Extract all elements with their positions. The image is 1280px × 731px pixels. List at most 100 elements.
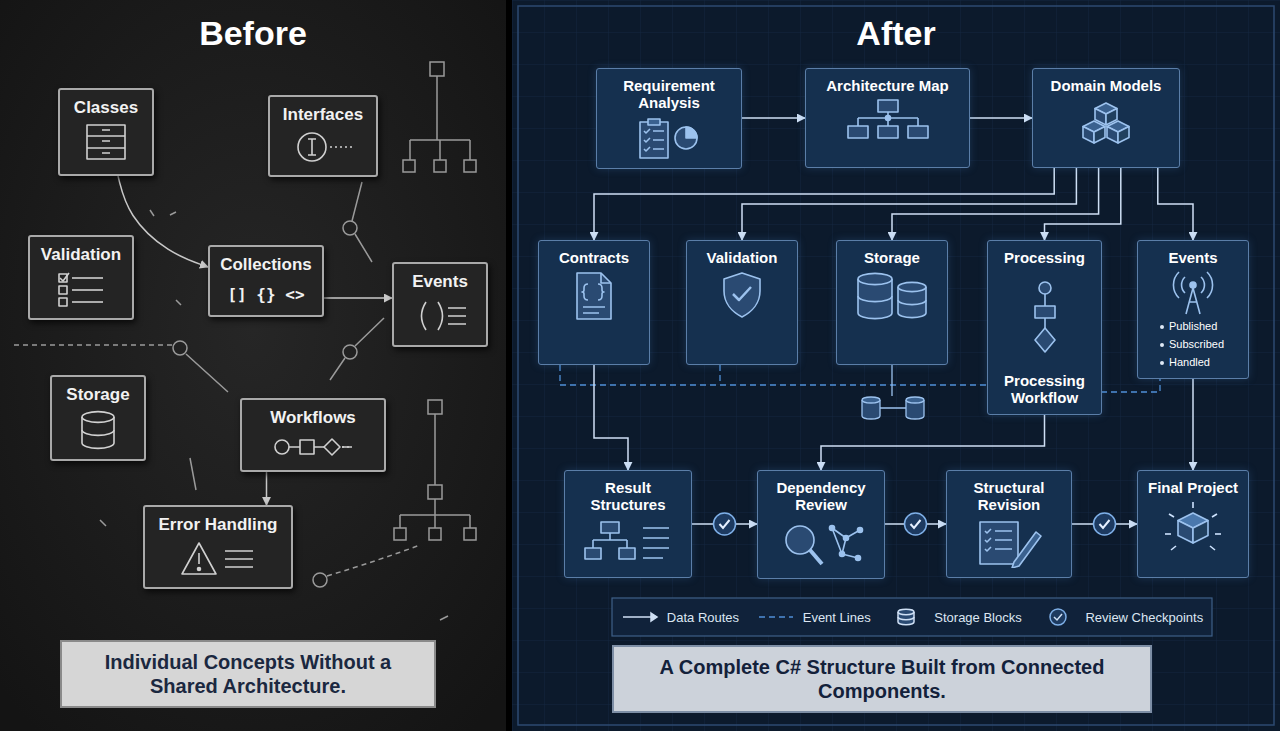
connector [742,168,1076,240]
doodle-box [394,528,406,540]
panel-border [518,6,1274,725]
doodle-line [410,76,470,160]
icon-part [422,302,443,330]
icon-part [644,129,664,133]
legend-sample [621,607,659,627]
icon-part [1193,521,1208,544]
icon-part [810,550,822,564]
icon-part [72,289,103,291]
icon [1025,280,1065,358]
icon-part [448,308,466,324]
box-label: Dependency Review [763,479,879,514]
chalk-node [343,221,357,235]
box-label: Workflows [270,408,356,428]
icon-part [675,127,697,149]
concept-box: Error Handling [143,505,293,589]
chalk-node [173,341,187,355]
component-box: Result Structures [564,470,692,578]
box-label: Storage [864,249,920,266]
connector [594,365,628,470]
box-label: Architecture Map [826,77,949,94]
checkpoint-tick [1100,520,1110,528]
icon [81,122,131,162]
connector [892,168,1099,240]
legend-text: Storage Blocks [934,610,1021,625]
icon [1165,270,1221,316]
icon-part [1039,282,1051,294]
chalk-node [313,573,327,587]
caption-text: Individual Concepts Without a Shared Arc… [76,650,420,698]
connector [821,415,1045,470]
icon [852,270,932,320]
checkpoint-tick [911,520,921,528]
icon-part [832,528,860,558]
checkpoint-tick [720,520,730,528]
icon-part [182,543,216,574]
icon-part [640,122,668,158]
legend-item: Storage Blocks [888,607,1021,627]
icon-part [623,613,657,621]
icon-part [198,568,201,571]
icon-part [1107,127,1118,144]
icon [292,129,354,165]
connector [742,117,805,119]
icon-part [844,535,849,540]
component-box: Structural Revision [946,470,1072,578]
panel: BeforeClassesInterfacesValidationCollect… [0,0,506,731]
icon-part [985,529,1012,533]
icon-part [644,147,664,151]
icon-part [59,298,67,306]
review-checkpoint [714,513,736,535]
chalk-line [330,318,384,380]
icon-part [980,522,1018,564]
concept-box: Validation [28,235,134,320]
chalk-dashed [327,545,420,576]
icon [1161,500,1225,556]
box-label: Contracts [559,249,629,266]
caption-box: Individual Concepts Without a Shared Arc… [60,640,436,708]
component-box: Contracts [538,240,650,365]
doodle-box [403,160,415,172]
caption-text: A Complete C# Structure Built from Conne… [628,655,1136,703]
box-label: Requirement Analysis [602,77,736,112]
icon-part [686,127,697,138]
icon-part [1186,288,1200,314]
icon [714,270,770,322]
bullet-item: Published [1159,320,1217,334]
icon-part [1035,306,1055,318]
icon-part [619,548,635,559]
storage-blocks [862,365,924,419]
box-label: Domain Models [1051,77,1162,94]
icon-part [898,283,926,292]
doodle-box [430,62,444,76]
bullet-item: Subscribed [1159,338,1224,352]
icon-part [648,119,660,125]
icon [776,518,866,570]
icon [840,98,936,142]
icon [73,409,123,451]
connector [1045,168,1121,240]
icon-part [786,526,814,554]
legend-item: Event Lines [757,607,871,627]
icon-part [583,307,605,313]
legend-sample [888,607,926,627]
icon-part [1210,546,1215,550]
checkpoint-circle [905,513,927,535]
icon-part [1035,328,1055,352]
icon [974,518,1044,568]
storage-link [878,365,906,408]
icon-part [858,274,892,285]
glyph-label: [] {} <> [227,285,304,304]
legend: Data RoutesEvent LinesStorage BlocksRevi… [612,598,1212,636]
box-label: Result Structures [570,479,686,514]
concept-box: Interfaces [268,95,378,177]
connector [970,117,1032,119]
component-box: Dependency Review [757,470,885,579]
box-label: Events [412,272,468,292]
box-label: Validation [41,245,121,265]
component-box: EventsPublishedSubscribedHandled [1137,240,1249,379]
concept-box: Classes [58,88,154,176]
icon-part [1215,533,1221,535]
connector [324,297,392,299]
icon-part [87,130,125,153]
